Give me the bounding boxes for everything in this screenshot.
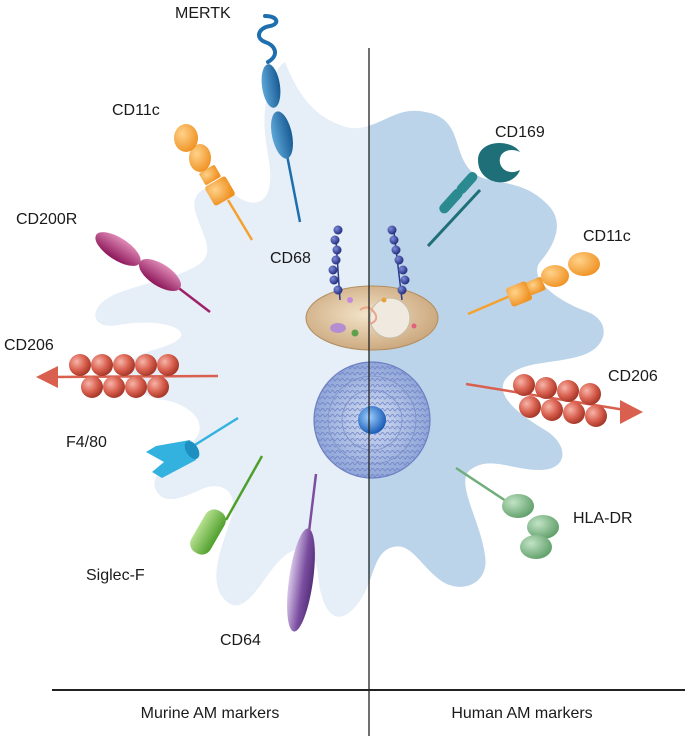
nucleus (313, 361, 431, 479)
footer-murine-label: Murine AM markers (141, 705, 280, 722)
label-cd200r: CD200R (16, 211, 77, 228)
cd68-chain-left (328, 225, 343, 301)
cd206-murine-marker (36, 354, 219, 398)
label-siglecf: Siglec-F (86, 567, 145, 584)
f480-marker (146, 416, 239, 478)
cd169-marker (426, 142, 520, 248)
mertk-marker (257, 14, 302, 223)
siglecf-marker (190, 455, 264, 555)
label-f480: F4/80 (66, 434, 107, 451)
label-cd11c-human: CD11c (583, 228, 631, 245)
label-mertk: MERTK (175, 5, 231, 22)
label-hladr: HLA-DR (573, 510, 633, 527)
cd206-human-marker (465, 374, 643, 427)
phagosome (305, 285, 439, 351)
label-cd169: CD169 (495, 124, 545, 141)
cd11c-human-marker (467, 252, 600, 316)
hladr-marker (455, 466, 559, 559)
label-cd68: CD68 (270, 250, 311, 267)
footer-human-label: Human AM markers (451, 705, 592, 722)
cd68-chain-right (387, 225, 410, 301)
label-cd64: CD64 (220, 632, 261, 649)
cd68-marker (328, 225, 410, 301)
label-cd11c-murine: CD11c (112, 102, 160, 119)
cd200r-marker (95, 232, 211, 313)
cd11c-murine-marker (174, 124, 254, 241)
cd64-marker (287, 473, 318, 632)
label-cd206-murine: CD206 (4, 337, 54, 354)
label-cd206-human: CD206 (608, 368, 658, 385)
